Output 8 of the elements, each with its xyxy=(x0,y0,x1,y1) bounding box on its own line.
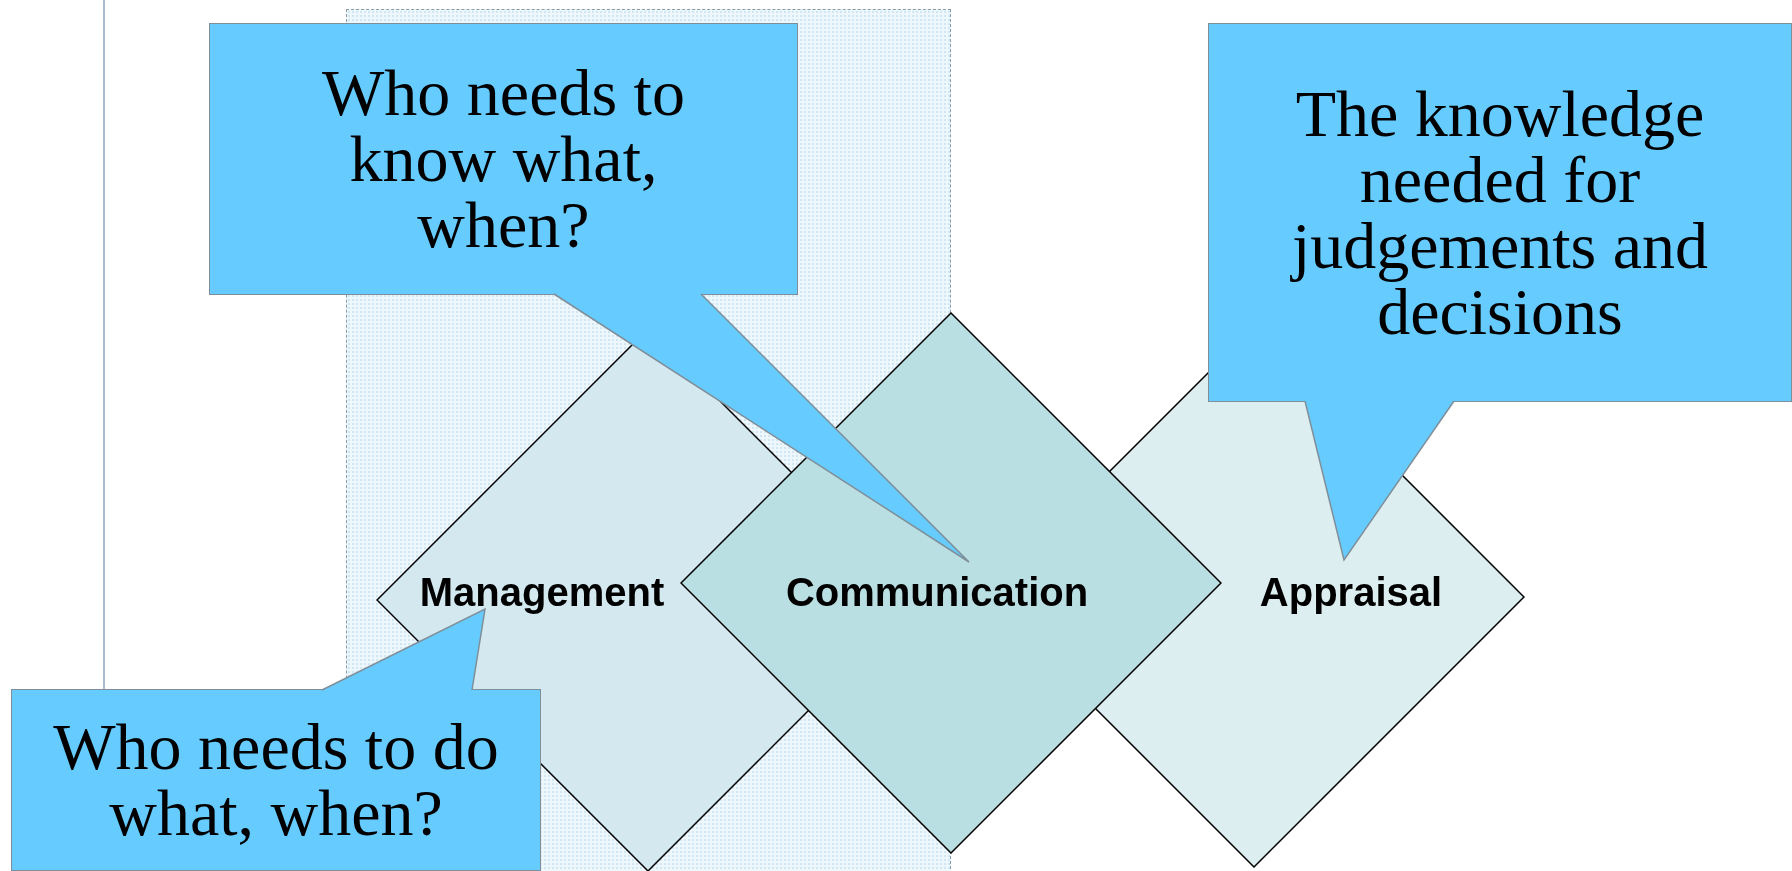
callout-text: Who needs to do what, when? xyxy=(52,714,500,846)
callout-box xyxy=(1208,23,1792,402)
diamond-label: Communication xyxy=(785,569,1089,615)
callout-box xyxy=(209,23,798,295)
diamond-label: Appraisal xyxy=(1259,569,1443,615)
callout-text: The knowledge needed for judgements and decisions xyxy=(1289,80,1710,345)
diamond-label: Management xyxy=(419,569,665,615)
callout-text: Who needs to know what, when? xyxy=(321,60,686,258)
